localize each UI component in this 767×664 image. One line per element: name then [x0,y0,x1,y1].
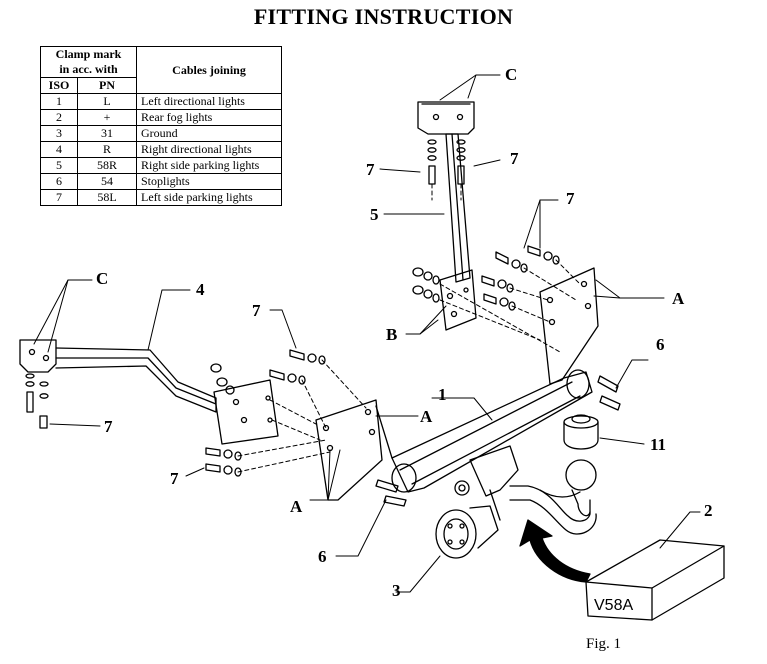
clamp-mark-header: Clamp mark in acc. with [40,46,137,78]
label-c-left: C [96,269,108,288]
box-label: V58A [594,597,633,614]
pn-cell: 54 [77,173,137,190]
iso-cell: 7 [40,189,78,206]
label-7-lower-left: 7 [170,469,179,488]
label-2: 2 [704,501,713,520]
label-6-bottom: 6 [318,547,327,566]
label-a-mid: A [420,407,433,426]
clamp-mark-table: Clamp mark in acc. with Cables joining I… [40,46,282,206]
pn-header: PN [77,77,137,94]
fastener-groups [205,245,621,507]
cable-cell: Stoplights [136,173,282,190]
right-vertical-bracket [417,101,477,331]
direction-arrow [519,519,591,583]
page-title: FITTING INSTRUCTION [253,4,514,29]
label-6-right: 6 [656,335,665,354]
label-1: 1 [438,385,447,404]
label-5: 5 [370,205,379,224]
label-7-top-left: 7 [366,160,375,179]
electrical-socket [435,445,519,559]
assembly-guide-lines [237,183,581,473]
label-c-top: C [505,65,517,84]
package-box [585,539,725,621]
cable-cell: Right side parking lights [136,157,282,174]
callout-labels: C C 4 5 7 7 7 7 7 7 A B A A 1 11 6 6 3 2 [96,65,713,600]
label-7-left: 7 [104,417,113,436]
cable-cell: Right directional lights [136,141,282,158]
left-side-bracket [19,339,279,445]
label-3: 3 [392,581,401,600]
label-4: 4 [196,280,205,299]
label-7-top-right: 7 [510,149,519,168]
pn-cell: 31 [77,125,137,142]
cable-cell: Left side parking lights [136,189,282,206]
label-b: B [386,325,397,344]
left-beam-plate [315,399,393,501]
figure-label: Fig. 1 [585,636,621,652]
label-a-bottom: A [290,497,303,516]
tow-ball-assembly [509,414,599,535]
label-7-upper-right: 7 [566,189,575,208]
pn-cell: 58L [77,189,137,206]
clamp-mark-header-line2: in acc. with [59,62,118,76]
callout-leaders [33,74,701,593]
clamp-mark-header-line1: Clamp mark [55,47,122,61]
right-beam-plate [539,267,599,385]
label-7-mid-left: 7 [252,301,261,320]
main-cross-beam [391,369,593,493]
label-a-right: A [672,289,685,308]
label-11: 11 [650,435,666,454]
cable-cell: Ground [136,125,282,142]
cables-joining-header: Cables joining [136,46,282,94]
top-plate-fasteners [427,139,466,185]
